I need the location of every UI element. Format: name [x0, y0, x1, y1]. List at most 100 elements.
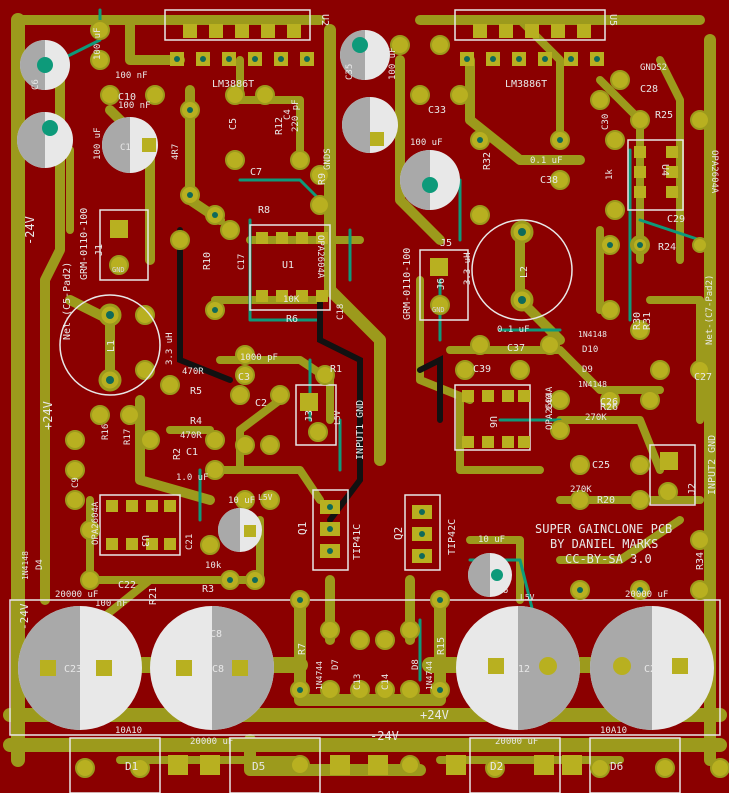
net-input2: INPUT2 GND — [707, 435, 718, 495]
j5-pad — [430, 258, 448, 276]
zener-b: 1N4744 — [425, 661, 434, 690]
cap-c20 — [17, 112, 73, 168]
rail-neg-left: -24V — [23, 216, 37, 245]
label-r21: R21 — [148, 587, 159, 605]
zener-a: 1N4744 — [315, 661, 324, 690]
cap-c16 — [468, 553, 512, 597]
cap-c11 — [102, 117, 158, 173]
small-electrolytics — [17, 30, 512, 597]
label-c16: C16 — [492, 586, 508, 596]
label-c13: C13 — [353, 674, 363, 690]
cap-bulk-val-a: 20000 uF — [55, 590, 98, 600]
diode-d2: D2 — [490, 760, 503, 773]
inductor-l2 — [471, 219, 573, 321]
rail-neg-left-low: -24V — [18, 603, 31, 630]
title-line2: BY DANIEL MARKS — [550, 537, 658, 551]
cap-c34 — [342, 97, 398, 153]
label-gnd-j5: GND — [432, 306, 445, 314]
label-j2: J2 — [687, 483, 698, 495]
diode-d5: D5 — [252, 760, 265, 773]
chip-u5-ref: U5 — [607, 14, 618, 26]
chip-u6-ref: U6 — [487, 416, 498, 428]
ic-pads — [106, 24, 678, 563]
label-c29: C29 — [667, 214, 685, 225]
inductor-l2-val: 3.3 uH — [463, 252, 473, 285]
rect-a: 10A10 — [115, 726, 142, 736]
label-01uf-a: 0.1 uF — [530, 156, 563, 166]
net-l5v-c: L5V — [333, 410, 342, 425]
u6-body — [454, 384, 531, 451]
chip-u3-part: OPA2604A — [91, 501, 101, 545]
diode-d7: D7 — [331, 659, 341, 670]
chip-u2-ref: U2 — [319, 14, 330, 26]
inductor-l1-ref: L1 — [106, 340, 117, 352]
j1-body — [99, 209, 149, 281]
q1-body — [312, 489, 349, 571]
label-c2: C2 — [255, 398, 267, 409]
label-c21: C21 — [185, 534, 195, 550]
label-c11: C11 — [120, 143, 136, 153]
label-j6: J6 — [436, 278, 447, 290]
label-10k-b: 10k — [205, 561, 222, 571]
label-c7: C7 — [250, 167, 262, 178]
label-r15: R15 — [436, 637, 447, 655]
cap-bulk-val-d: 20000 uF — [625, 590, 668, 600]
label-r24: R24 — [658, 242, 676, 253]
label-r2: R2 — [172, 448, 183, 460]
title-line1: SUPER GAINCLONE PCB — [535, 522, 672, 536]
bulk-cap-area — [9, 599, 721, 736]
label-100nf-a: 100 nF — [115, 71, 148, 81]
cap-bulk-val-b: 20000 uF — [190, 737, 233, 747]
label-100nf-b: 100 nF — [118, 101, 151, 111]
label-c1: C1 — [186, 447, 198, 458]
cap-c8 — [150, 606, 274, 730]
inductor-l1-part: GRM-0110-100 — [79, 208, 90, 280]
keepout-traces — [177, 227, 443, 523]
label-c30: C30 — [601, 114, 611, 130]
inductor-l2-part: GRM-0110-100 — [402, 248, 413, 320]
diode-1n4148-b: 1N4148 — [578, 330, 607, 339]
diode-d10: D10 — [582, 345, 598, 355]
q1-part: TIP41C — [352, 524, 363, 560]
label-1000pf: 1000 pF — [240, 353, 278, 363]
j5-body — [419, 249, 469, 321]
u2-body — [164, 9, 311, 41]
label-c3: C3 — [238, 372, 250, 383]
label-c37: C37 — [507, 343, 525, 354]
chip-u1-ref: U1 — [282, 260, 294, 271]
label-c28: C28 — [640, 84, 658, 95]
u4-body — [627, 139, 684, 211]
cap-c23 — [18, 606, 142, 730]
cap-c24 — [590, 606, 714, 730]
label-r26: R26 — [600, 402, 618, 413]
net-input1: INPUT1 GND — [355, 400, 366, 460]
label-10uf-a: 10 uF — [228, 496, 255, 506]
label-100nf-c: 100 nF — [95, 599, 128, 609]
cap-c35 — [340, 30, 390, 80]
label-c17: C17 — [237, 254, 247, 270]
cap-bulk-val-c: 20000 uF — [495, 737, 538, 747]
inductor-l1-val: 3.3 uH — [165, 332, 175, 365]
inductor-l2-ref: L2 — [519, 266, 530, 278]
chip-u4-part: OPA2604A — [709, 150, 719, 194]
label-c18: C18 — [336, 304, 346, 320]
label-10k-a: 10K — [283, 295, 300, 305]
q2-body — [404, 494, 441, 571]
chip-u5-part: LM3886T — [505, 79, 547, 90]
j3-body — [295, 384, 337, 446]
u3-body — [99, 494, 181, 556]
label-1uf: 1.0 uF — [176, 473, 209, 483]
cap-c24-ref: C24 — [662, 629, 680, 640]
label-j1: J1 — [94, 244, 105, 256]
chip-u2-part: LM3886T — [212, 79, 254, 90]
label-470r-a: 470R — [182, 367, 204, 377]
bulk-caps — [18, 606, 714, 730]
q2-ref: Q2 — [392, 527, 405, 540]
label-c9: C9 — [71, 477, 81, 488]
label-c40: C40 — [545, 394, 555, 410]
label-r9: R9 — [317, 173, 328, 185]
rail-neg-bottom: -24V — [370, 729, 399, 743]
chip-u4-ref: U4 — [659, 164, 670, 176]
label-c35: C35 — [345, 64, 355, 80]
cap-c23-ref: C23 — [95, 629, 113, 640]
